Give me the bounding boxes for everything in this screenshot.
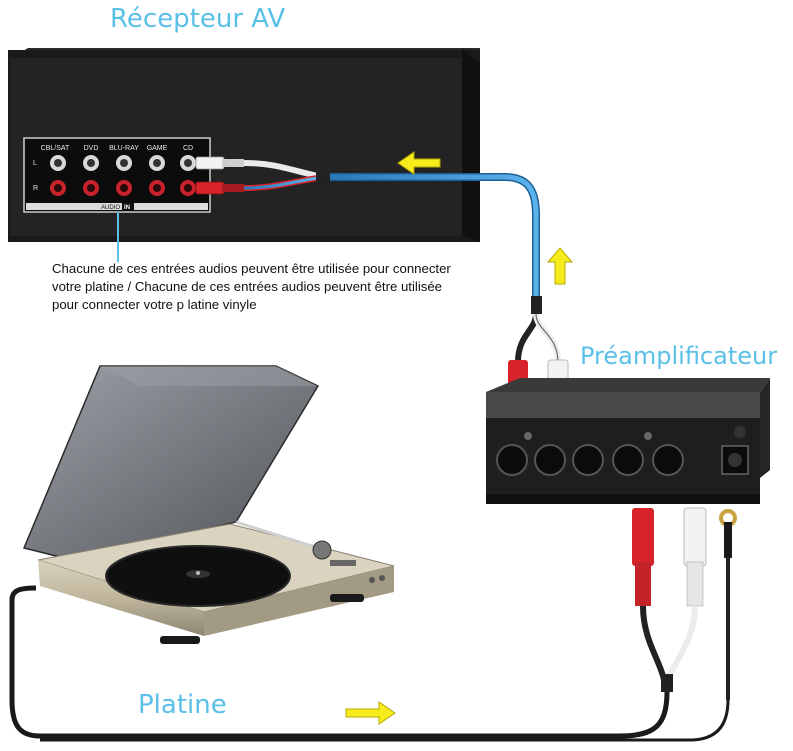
jack-label-cbl-sat: CBL/SAT <box>41 145 70 152</box>
jack-label-cd: CD <box>183 145 193 152</box>
jack-white-1 <box>50 155 66 171</box>
rca-cable-to-turntable <box>9 507 737 742</box>
jack-red-5 <box>180 180 196 196</box>
turntable-title: Platine <box>138 690 227 720</box>
receiver-title: Récepteur AV <box>110 4 286 34</box>
arrow-up-icon <box>546 247 574 285</box>
audio-input-panel <box>23 137 211 213</box>
jack-labels: CBL/SAT DVD BLU-RAY GAME CD L R AUDIO IN <box>33 145 193 211</box>
jack-red-4 <box>149 180 165 196</box>
av-receiver <box>8 48 480 242</box>
jack-red-2 <box>83 180 99 196</box>
jack-red-1 <box>50 180 66 196</box>
rca-jacks <box>50 155 196 196</box>
channel-label-right: R <box>33 185 38 192</box>
audio-group-badge: IN <box>124 205 130 211</box>
preamplifier <box>486 378 770 504</box>
channel-label-left: L <box>33 160 37 167</box>
preamp-title: Préamplificateur <box>580 342 778 370</box>
jack-white-4 <box>149 155 165 171</box>
jack-label-dvd: DVD <box>84 145 99 152</box>
jack-white-3 <box>116 155 132 171</box>
arrow-right-icon <box>345 701 396 725</box>
jack-white-2 <box>83 155 99 171</box>
turntable <box>22 365 395 644</box>
jack-label-blu-ray: BLU-RAY <box>109 145 139 152</box>
arrow-left-icon <box>397 151 441 175</box>
preamp-sockets <box>496 426 749 476</box>
jack-white-5 <box>180 155 196 171</box>
jack-red-3 <box>116 180 132 196</box>
jack-label-game: GAME <box>147 145 168 152</box>
audio-group-label: AUDIO <box>101 205 120 211</box>
dust-cover <box>22 365 320 561</box>
audio-inputs-caption: Chacune de ces entrées audios peuvent êt… <box>52 261 451 312</box>
tonearm <box>235 520 319 550</box>
rca-cable-to-receiver <box>195 156 569 414</box>
